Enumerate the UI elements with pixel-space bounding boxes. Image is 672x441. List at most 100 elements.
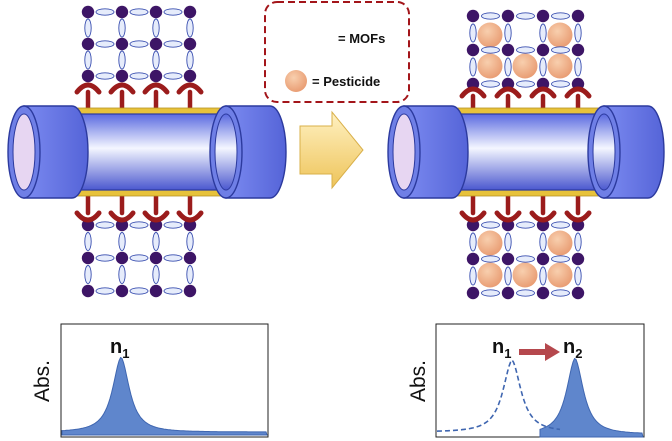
linker-cup	[459, 86, 487, 99]
mof-node	[501, 286, 515, 300]
mof-rod-vertical	[84, 265, 92, 284]
mof-rod-horizontal	[163, 72, 183, 80]
mof-rod-vertical	[118, 18, 126, 38]
mof-rod-horizontal	[95, 254, 115, 262]
mof-rod-vertical	[574, 266, 582, 286]
mof-rod-horizontal	[129, 287, 149, 295]
mof-node	[536, 9, 550, 23]
left-assembly	[7, 5, 287, 298]
linker-cup	[142, 82, 170, 95]
mof-rod-horizontal	[551, 221, 570, 229]
pesticide-molecule	[512, 53, 538, 79]
mof-rod-horizontal	[516, 255, 535, 263]
mof-rod-horizontal	[95, 8, 115, 16]
mof-rod-horizontal	[516, 289, 535, 297]
linker-cup	[459, 210, 487, 223]
mof-node	[149, 284, 163, 298]
mof-rod-horizontal	[516, 12, 535, 20]
right-arrow-icon	[519, 343, 560, 361]
pesticide-molecule	[547, 22, 573, 48]
mof-node	[149, 69, 163, 83]
right-top-linkers	[459, 86, 592, 115]
mof-rod-horizontal	[129, 72, 149, 80]
mof-node	[149, 5, 163, 19]
linker-cup	[74, 210, 102, 223]
pesticide-molecule	[477, 230, 503, 256]
mof-rod-vertical	[469, 57, 477, 77]
right-cap-inner	[592, 113, 616, 191]
mof-node	[571, 252, 585, 266]
mof-rod-horizontal	[163, 287, 183, 295]
mof-rod-vertical	[186, 265, 194, 284]
mof-node	[183, 284, 197, 298]
mof-rod-horizontal	[163, 221, 183, 229]
mof-rod-vertical	[539, 23, 547, 43]
pesticide-molecule	[512, 262, 538, 288]
pesticide-icon	[285, 70, 307, 92]
mof-rod-vertical	[186, 232, 194, 251]
left-peak-label: n1	[110, 336, 129, 361]
mof-node	[183, 5, 197, 19]
mof-rod-vertical	[504, 57, 512, 77]
mof-node	[81, 69, 95, 83]
mof-node	[149, 37, 163, 51]
mof-rod-horizontal	[129, 254, 149, 262]
right-peak1-label: n1	[492, 336, 511, 361]
mof-rod-vertical	[574, 23, 582, 43]
mof-rod-vertical	[469, 23, 477, 43]
legend-box: = MOFs = Pesticide	[264, 1, 410, 103]
mof-rod-horizontal	[95, 72, 115, 80]
mof-node	[81, 5, 95, 19]
left-end-cap	[403, 105, 469, 199]
right-bottom-linkers	[459, 191, 592, 223]
left-top-mof-lattice	[81, 5, 197, 83]
mof-rod-vertical	[504, 23, 512, 43]
linker-cup	[529, 210, 557, 223]
pesticide-molecule	[477, 53, 503, 79]
right-shifted-peak	[539, 357, 644, 438]
mof-rod-vertical	[186, 50, 194, 70]
mof-rod-horizontal	[129, 40, 149, 48]
left-cap-inner	[392, 113, 416, 191]
mof-rod-vertical	[152, 232, 160, 251]
mof-rod-vertical	[152, 50, 160, 70]
mof-rod-vertical	[539, 232, 547, 252]
mof-node	[536, 286, 550, 300]
mof-rod-vertical	[84, 18, 92, 38]
right-plot-ylabel: Abs.	[407, 360, 430, 402]
right-end-cap	[603, 105, 665, 199]
mof-node	[501, 43, 515, 57]
mof-rod-horizontal	[516, 221, 535, 229]
right-bottom-pesticides	[477, 230, 573, 288]
mof-rod-vertical	[84, 232, 92, 251]
linker-cup	[564, 86, 592, 99]
pesticide-molecule	[547, 262, 573, 288]
left-fiber-tube	[7, 105, 287, 199]
linker-cup	[108, 82, 136, 95]
mof-rod-horizontal	[163, 254, 183, 262]
linker-cup	[74, 82, 102, 95]
mof-rod-horizontal	[163, 40, 183, 48]
mof-rod-horizontal	[95, 287, 115, 295]
mof-node	[183, 251, 197, 265]
linker-cup	[176, 210, 204, 223]
mof-rod-vertical	[469, 232, 477, 252]
mof-rod-vertical	[118, 265, 126, 284]
mof-node	[115, 284, 129, 298]
mof-rod-horizontal	[551, 255, 570, 263]
mof-rod-horizontal	[516, 46, 535, 54]
mof-node	[81, 37, 95, 51]
right-top-pesticides	[477, 22, 573, 79]
left-cap-inner	[12, 113, 36, 191]
mof-rod-horizontal	[163, 8, 183, 16]
mof-rod-horizontal	[551, 12, 570, 20]
mof-rod-horizontal	[551, 80, 570, 88]
mof-rod-vertical	[118, 50, 126, 70]
mof-rod-horizontal	[551, 46, 570, 54]
legend-pesticide-label: = Pesticide	[312, 74, 380, 89]
mof-rod-horizontal	[481, 46, 500, 54]
right-end-cap	[225, 105, 287, 199]
mof-node	[571, 9, 585, 23]
mof-node	[536, 43, 550, 57]
